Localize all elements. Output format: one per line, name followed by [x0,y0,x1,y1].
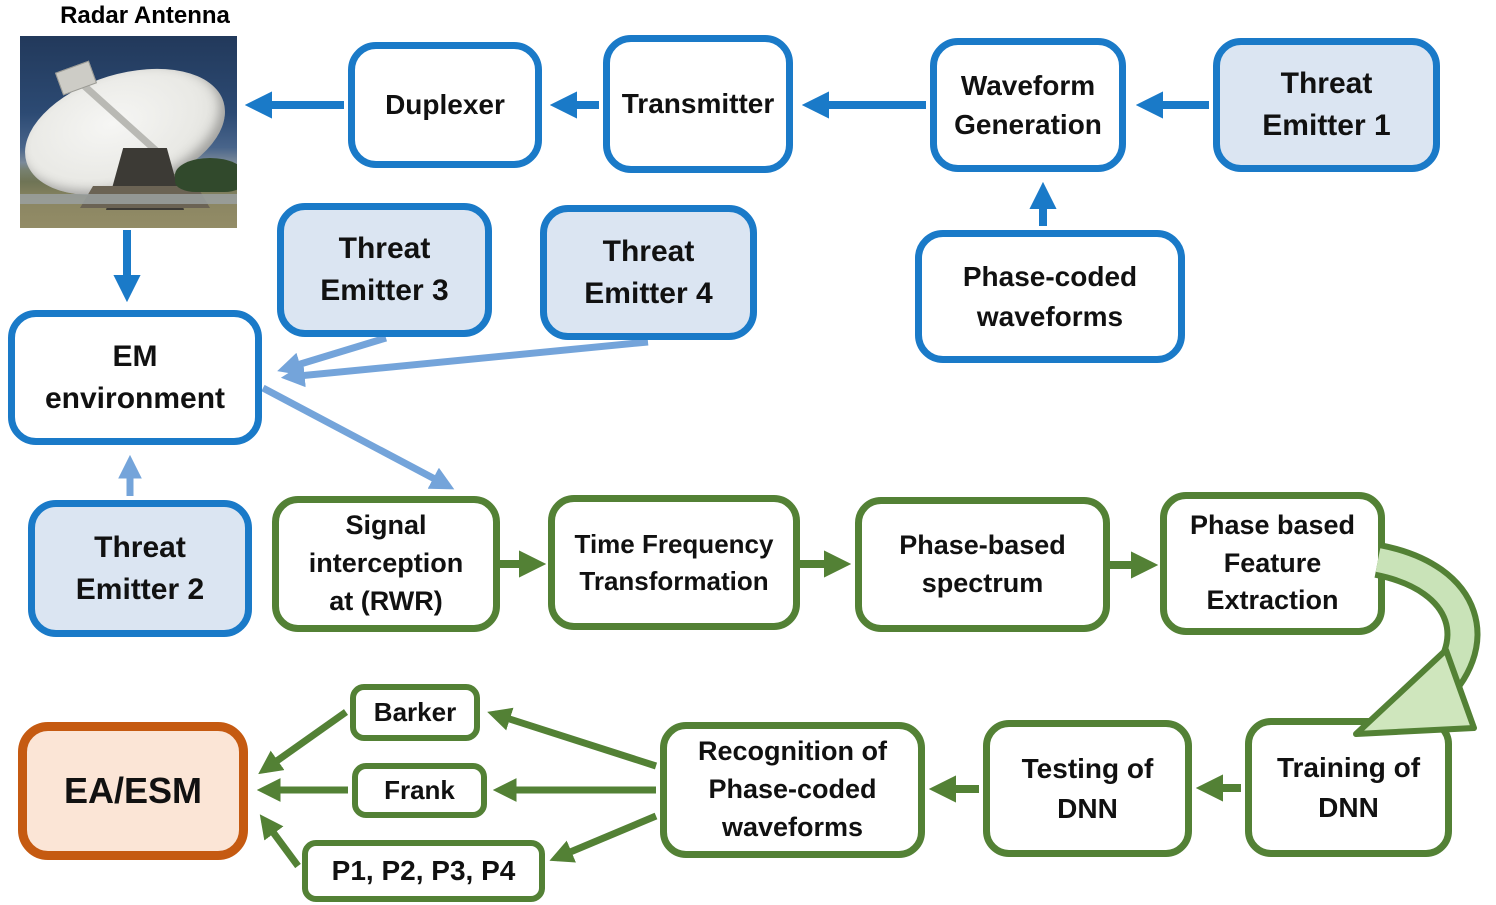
arrow-recognition-to-barker [487,707,658,770]
node-phase-coded-waveforms-label: Phase-coded waveforms [962,261,1138,332]
node-ea-esm-label: EA/ESM [63,769,203,811]
light-blue-arrows [118,334,649,496]
concrete-path [20,194,237,204]
radar-antenna-photo [20,36,237,228]
node-threat-emitter-1: Threat Emitter 1 [1213,38,1440,172]
arrow-threat4-to-em [280,338,649,388]
node-time-frequency-transformation: Time Frequency Transformation [548,495,800,630]
node-signal-interception: Signal interception at (RWR) [272,496,500,632]
node-transmitter: Transmitter [603,35,793,173]
node-barker-label: Barker [373,697,457,728]
node-duplexer-label: Duplexer [385,89,505,121]
node-waveform-generation-label: Waveform Generation [954,69,1102,140]
node-testing-of-dnn-label: Testing of DNN [1021,753,1154,824]
node-transmitter-label: Transmitter [621,88,775,120]
node-threat-emitter-2-label: Threat Emitter 2 [75,530,205,606]
node-phase-coded-waveforms: Phase-coded waveforms [915,230,1185,363]
node-phase-based-spectrum-label: Phase-based spectrum [899,529,1066,598]
node-frank-label: Frank [384,775,455,806]
arrow-em-to-rwr [261,384,455,490]
node-threat-emitter-3-label: Threat Emitter 3 [320,232,449,307]
green-fan-arrows [256,707,658,869]
node-threat-emitter-4: Threat Emitter 4 [540,205,757,340]
node-threat-emitter-2: Threat Emitter 2 [28,500,252,637]
node-phase-based-spectrum: Phase-based spectrum [855,497,1110,632]
node-duplexer: Duplexer [348,42,542,168]
arrow-recognition-to-pcodes [549,812,658,863]
blue-arrows [113,91,1209,303]
node-p-codes: P1, P2, P3, P4 [302,840,545,902]
node-recognition: Recognition of Phase-coded waveforms [660,722,925,858]
green-arrows [498,550,1241,803]
node-barker: Barker [350,684,480,741]
node-recognition-label: Recognition of Phase-coded waveforms [698,736,887,842]
node-phase-based-feature-extraction-label: Phase based Feature Extraction [1189,509,1356,616]
node-em-environment: EM environment [8,310,262,445]
node-em-environment-label: EM environment [44,339,226,415]
radar-antenna-label: Radar Antenna [60,2,230,29]
arrow-pcodes-to-eaesm [259,814,301,869]
node-waveform-generation: Waveform Generation [930,38,1126,172]
trees [175,158,237,192]
node-training-of-dnn-label: Training of DNN [1276,752,1421,823]
node-threat-emitter-3: Threat Emitter 3 [277,203,492,337]
node-threat-emitter-4-label: Threat Emitter 4 [584,234,713,310]
node-time-frequency-transformation-label: Time Frequency Transformation [574,529,774,596]
node-frank: Frank [352,763,487,818]
node-phase-based-feature-extraction: Phase based Feature Extraction [1160,492,1385,635]
arrow-threat3-to-em [277,334,388,376]
node-testing-of-dnn: Testing of DNN [983,720,1192,857]
node-threat-emitter-1-label: Threat Emitter 1 [1262,67,1391,142]
node-ea-esm: EA/ESM [18,722,248,860]
arrow-barker-to-eaesm [258,709,349,775]
node-signal-interception-label: Signal interception at (RWR) [308,510,464,616]
node-training-of-dnn: Training of DNN [1245,718,1452,857]
node-p-codes-label: P1, P2, P3, P4 [331,855,516,887]
